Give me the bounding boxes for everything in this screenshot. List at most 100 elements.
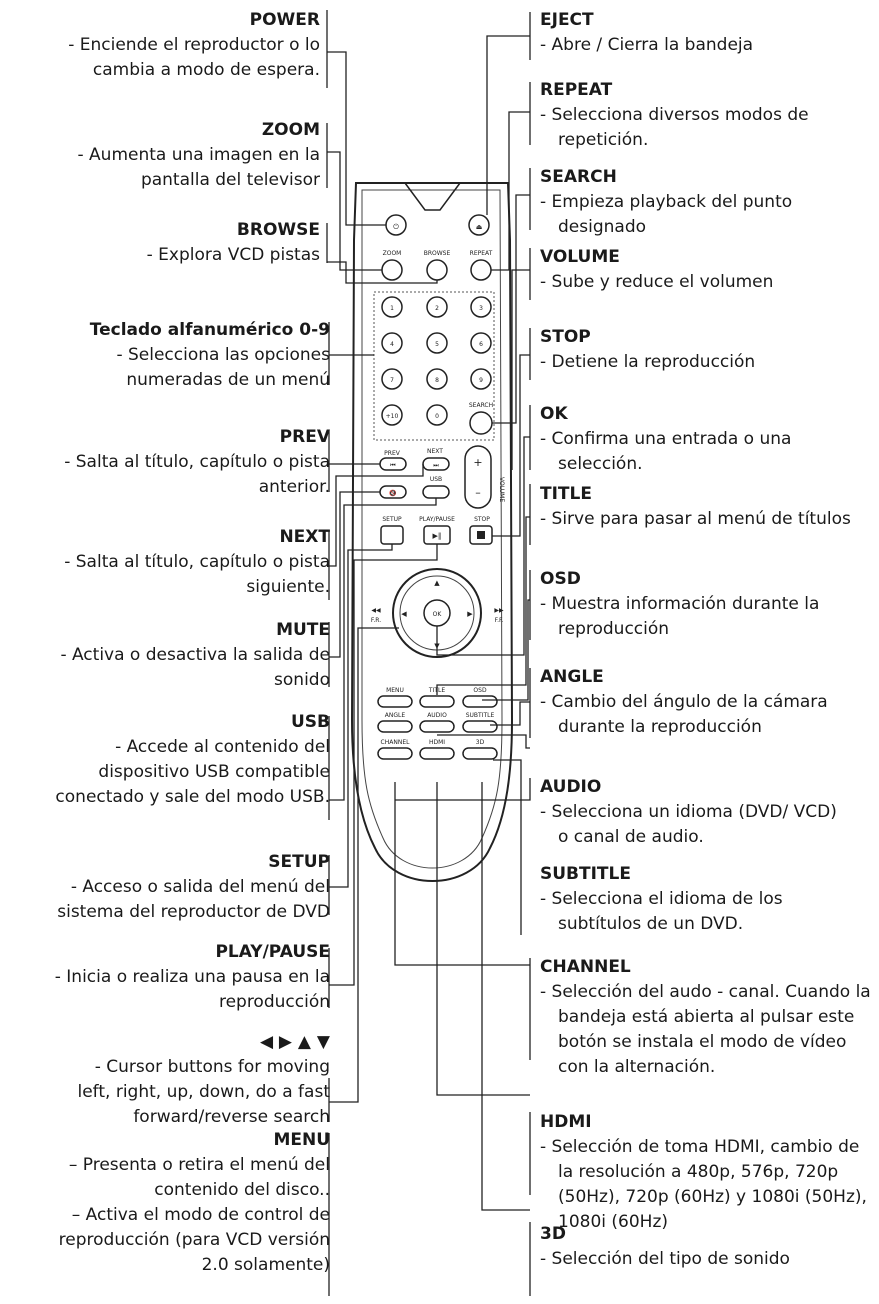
label-subtitle: SUBTITLE - Selecciona el idioma de los s… [540,862,840,937]
search-button[interactable] [469,411,493,435]
label-desc: - Selección de toma HDMI, cambio de la r… [540,1137,867,1232]
label-volume: VOLUME - Sube y reduce el volumen [540,245,870,295]
label-title: STOP [540,327,591,347]
angle-button[interactable] [377,720,413,733]
label-desc: - Cambio del ángulo de la cámara durante… [540,692,828,737]
repeat-text: REPEAT [470,250,493,257]
digit-button[interactable] [470,368,492,390]
audio-text: AUDIO [427,712,447,719]
digit-button[interactable] [426,332,448,354]
fr-text: F.R. [371,617,381,624]
label-repeat: REPEAT - Selecciona diversos modos de re… [540,78,860,153]
volume-up-text: + [473,456,482,469]
label-desc: 2.0 solamente) [201,1255,330,1275]
label-desc: - Abre / Cierra la bandeja [540,35,754,55]
label-desc: - Selección del tipo de sonido [540,1249,790,1269]
digit-button[interactable] [426,296,448,318]
play-pause-icon: ▶‖ [433,532,442,540]
label-eject: EJECT - Abre / Cierra la bandeja [540,8,870,58]
label-ok: OK - Confirma una entrada o una selecció… [540,402,860,477]
label-desc: - Activa o desactiva la salida de [60,645,330,665]
label-browse: BROWSE - Explora VCD pistas [0,218,320,268]
digit-label: 2 [435,305,439,312]
usb-button[interactable] [422,485,450,499]
label-title: USB [290,712,330,732]
label-desc: siguiente. [246,577,330,597]
label-mute: MUTE - Activa o desactiva la salida de s… [0,618,330,693]
audio-button[interactable] [419,720,455,733]
label-title: ◀ ▶ ▲ ▼ [259,1032,330,1052]
label-title: CHANNEL [540,957,631,977]
label-next: NEXT - Salta al título, capítulo o pista… [0,525,330,600]
label-title: OK [540,404,568,424]
hdmi-button[interactable] [419,747,455,760]
three_d-button[interactable] [462,747,498,760]
usb-text: USB [430,476,442,483]
label-title: OSD [540,569,581,589]
label-title: NEXT [279,527,330,547]
prev-icon: ⏮ [390,462,396,469]
digit-button[interactable] [426,404,448,426]
label-desc: reproducción [218,992,330,1012]
label-title: SETUP [268,852,330,872]
label-title: HDMI [540,1112,592,1132]
eject-button[interactable] [468,214,490,236]
playpause-text: PLAY/PAUSE [419,516,455,523]
power-icon: ⏻ [393,223,399,231]
label-desc: – Presenta o retira el menú del [68,1155,330,1175]
three_d-text: 3D [476,739,485,746]
keypad-frame [373,291,495,441]
label-desc: left, right, up, down, do a fast [77,1082,331,1102]
setup-button[interactable] [380,525,404,545]
label-desc: - Confirma una entrada o una selección. [540,429,792,474]
label-title: POWER [249,10,320,30]
digit-label: +10 [386,413,399,420]
label-desc: - Cursor buttons for moving [94,1057,330,1077]
digit-label: 7 [390,377,394,384]
digit-button[interactable] [426,368,448,390]
title-button[interactable] [419,695,455,708]
label-title: TITLE [540,484,592,504]
label-desc: forward/reverse search [133,1107,330,1127]
channel-text: CHANNEL [381,739,411,746]
browse-button[interactable] [426,259,448,281]
stop-text: STOP [474,516,490,523]
browse-text: BROWSE [424,250,451,257]
digit-label: 0 [435,413,439,420]
ok-text: OK [433,611,443,618]
label-zoom: ZOOM - Aumenta una imagen en la pantalla… [0,118,321,193]
subtitle-button[interactable] [462,720,498,733]
label-desc: - Selecciona un idioma (DVD/ VCD) o cana… [540,802,837,847]
label-title: MUTE [276,620,330,640]
channel-button[interactable] [377,747,413,760]
label-cursor: ◀ ▶ ▲ ▼ - Cursor buttons for moving left… [0,1030,331,1130]
volume-rocker[interactable] [464,445,492,509]
hdmi-text: HDMI [429,739,445,746]
label-title: Teclado alfanumérico 0-9 [89,320,330,340]
digit-button[interactable] [470,332,492,354]
digit-label: 5 [435,341,439,348]
volume-down-text: – [475,486,481,499]
menu-button[interactable] [377,695,413,708]
eject-icon: ⏏ [476,223,483,231]
digit-button[interactable] [381,404,403,426]
setup-text: SETUP [382,516,402,523]
label-desc: - Salta al título, capítulo o pista [64,552,330,572]
label-desc: conectado y sale del modo USB. [55,787,330,807]
label-title: ANGLE [540,667,604,687]
label-title: ZOOM [261,120,320,140]
connector-lines [326,10,438,1296]
digit-button[interactable] [470,296,492,318]
digit-label: 6 [479,341,483,348]
digit-button[interactable] [381,368,403,390]
repeat-button[interactable] [470,259,492,281]
prev-text: PREV [384,450,401,457]
label-setup: SETUP - Acceso o salida del menú del sis… [0,850,330,925]
label-desc: - Acceso o salida del menú del [70,877,330,897]
zoom-button[interactable] [381,259,403,281]
digit-button[interactable] [381,296,403,318]
digit-button[interactable] [381,332,403,354]
osd-button[interactable] [462,695,498,708]
